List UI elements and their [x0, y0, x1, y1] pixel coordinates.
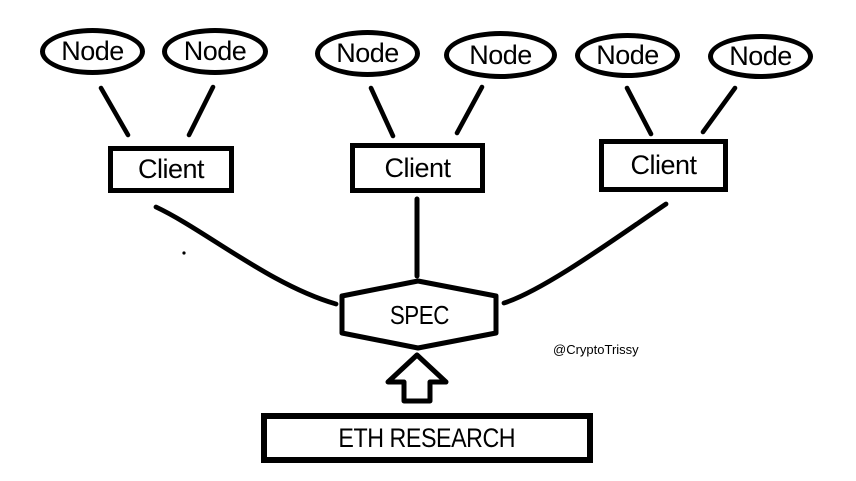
node-label: Node: [469, 39, 532, 70]
edge-client1-spec-curve: [153, 204, 339, 307]
node-label: Node: [729, 41, 792, 71]
up-arrow-icon: [385, 352, 449, 404]
node-label: Node: [183, 36, 247, 66]
edge-node4-client2: [454, 84, 485, 136]
node-ellipse-6: Node: [708, 34, 813, 79]
edge-node1-client1: [98, 85, 131, 138]
node-label: Node: [596, 40, 659, 70]
node-ellipse-2: Node: [162, 28, 268, 75]
client-box-1: Client: [108, 146, 234, 193]
edge-node6-client3: [700, 85, 738, 135]
edge-node3-client2: [368, 85, 396, 139]
watermark-handle: @CryptoTrissy: [553, 342, 639, 357]
eth-research-box: ETH RESEARCH: [261, 413, 593, 463]
node-label: Node: [61, 36, 124, 66]
spec-hexagon: SPEC: [342, 281, 496, 348]
spec-label: SPEC: [389, 299, 449, 330]
eth-research-label: ETH RESEARCH: [338, 422, 516, 453]
client-box-3: Client: [599, 139, 728, 192]
edge-node2-client1: [186, 84, 216, 138]
stray-dot: [182, 251, 186, 255]
edge-client3-spec-curve: [501, 201, 669, 306]
node-label: Node: [336, 38, 399, 68]
node-ellipse-1: Node: [40, 28, 145, 75]
client-label: Client: [630, 150, 697, 180]
node-ellipse-4: Node: [444, 31, 557, 79]
node-ellipse-5: Node: [575, 33, 680, 78]
client-box-2: Client: [350, 143, 485, 193]
node-ellipse-3: Node: [315, 30, 420, 77]
client-label: Client: [137, 154, 205, 184]
spec-hexagon-shape: [339, 278, 499, 351]
edge-node5-client3: [624, 85, 654, 137]
client-label: Client: [384, 152, 451, 183]
